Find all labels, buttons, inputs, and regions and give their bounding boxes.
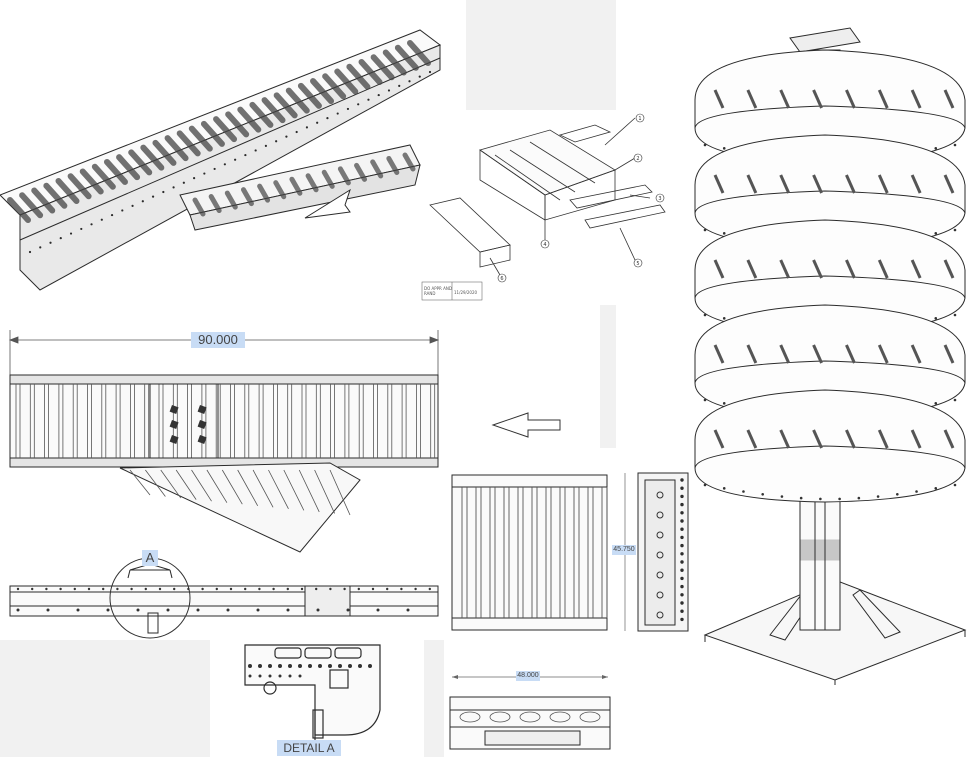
- title-block-cell: 11/29/2020: [454, 290, 478, 295]
- balloon-label: 6: [500, 276, 503, 282]
- isometric-merge-conveyor-view: [0, 0, 452, 292]
- background-gap: [600, 305, 616, 448]
- top-view-drawing: [8, 330, 440, 553]
- detail-title: DETAIL A: [277, 740, 341, 756]
- side-view: A: [0, 548, 445, 643]
- balloon-label: 1: [638, 116, 641, 122]
- unit-width-dimension: 48.000: [516, 671, 540, 681]
- detail-callout-label: A: [142, 550, 158, 566]
- arrow-left-icon: [491, 412, 561, 438]
- background-gap: [466, 0, 616, 110]
- detail-a-drawing: [244, 644, 381, 740]
- side-view-drawing: [9, 557, 439, 639]
- unit-height-dimension: 45.750: [612, 545, 636, 555]
- balloon-label: 5: [636, 261, 639, 267]
- balloon-label: 4: [543, 242, 546, 248]
- balloon-label: 3: [658, 196, 661, 202]
- background-gap: [0, 640, 210, 757]
- top-view: 90.000: [0, 320, 445, 565]
- isometric-conveyor-drawing: [0, 29, 442, 291]
- balloon-label: 2: [636, 156, 639, 162]
- spiral-conveyor-view: [675, 20, 980, 685]
- title-block: [421, 281, 483, 301]
- exploded-assembly-view: 1 2 3 4 5 6 DO APPR AND RAND 11/29/2020: [420, 110, 675, 305]
- exploded-assembly-drawing: 1 2 3 4 5 6: [421, 113, 666, 301]
- background-gap: [424, 640, 444, 757]
- detail-a-view: DETAIL A: [235, 640, 390, 757]
- spiral-conveyor-drawing: [694, 27, 967, 685]
- overall-length-dimension: 90.000: [191, 332, 245, 348]
- flow-direction-arrow: [490, 410, 565, 440]
- title-block-cell: DO APPR AND RAND: [424, 286, 452, 296]
- end-views-drawing: [449, 472, 689, 750]
- end-views: 45.750 48.000: [440, 465, 700, 757]
